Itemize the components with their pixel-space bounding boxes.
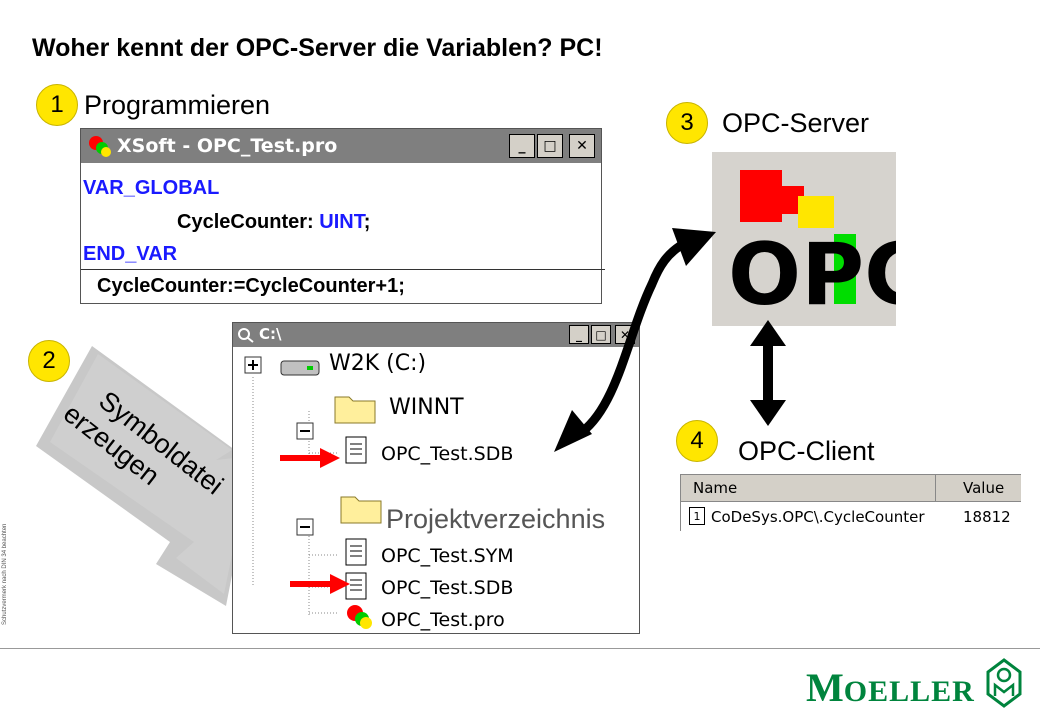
tree-lines [244,356,339,617]
opc-server-logo: OPC [712,152,927,326]
search-folder-icon [238,328,254,343]
brand-first-letter: M [806,665,844,710]
row-index: 1 [693,509,701,523]
tree-item-sdb-winnt[interactable]: OPC_Test.SDB [381,443,514,465]
code-declaration: CycleCounter: UINT; [177,211,370,234]
page-title: Woher kennt der OPC-Server die Variablen… [32,34,603,62]
sym-file-icon [345,538,367,566]
step-3-number: 3 [680,109,694,136]
xsoft-app-icon [89,136,111,157]
row-name: CoDeSys.OPC\.CycleCounter [711,508,925,526]
item-icon: 1 [689,507,705,525]
tree-item-pro[interactable]: OPC_Test.pro [381,609,505,631]
red-arrow-icon [290,574,350,594]
xsoft-window: XSoft - OPC_Test.pro _ □ ✕ VAR_GLOBAL Cy… [80,128,605,304]
code-semicolon: ; [363,211,371,233]
file-icon [345,436,367,464]
tree-item-sdb-project[interactable]: OPC_Test.SDB [381,577,514,599]
minimize-button[interactable]: _ [509,134,535,158]
step-1-badge: 1 [36,84,78,126]
explorer-maximize-button[interactable]: □ [591,325,611,344]
step-4-label: OPC-Client [738,436,875,466]
code-var-name: CycleCounter: [177,211,320,233]
project-folder-icon [340,496,382,524]
footer-divider [0,648,1040,649]
vertical-double-arrow [750,320,786,426]
code-statement: CycleCounter:=CycleCounter+1; [97,275,405,297]
close-button[interactable]: ✕ [569,134,595,158]
maximize-button[interactable]: □ [537,134,563,158]
symbol-file-arrow [36,346,258,606]
moeller-brand: MOELLER [806,664,975,711]
step-1-label: Programmieren [84,90,271,120]
code-end-var: END_VAR [83,243,178,265]
brand-rest: OELLER [843,675,975,708]
tree-item-drive[interactable]: W2K (C:) [329,351,427,376]
drive-icon [280,360,320,376]
column-divider [935,475,936,501]
pro-file-icon [347,605,372,629]
sdb-file-icon [345,572,367,600]
explorer-minimize-button[interactable]: _ [569,325,589,344]
table-row[interactable]: 1 CoDeSys.OPC\.CycleCounter 18812 [681,502,1021,530]
moeller-logo-icon [986,658,1022,708]
explorer-window-title: C:\ [259,325,282,343]
copyright-note: Schutzvermerk nach DIN 34 beachten [2,523,8,625]
step-3-label: OPC-Server [722,108,870,138]
column-header-value[interactable]: Value [963,479,1005,497]
step-4-badge: 4 [676,420,718,462]
opc-logo-text: OPC [728,225,896,325]
tree-item-sym[interactable]: OPC_Test.SYM [381,545,514,567]
opc-client-table: Name Value 1 CoDeSys.OPC\.CycleCounter 1… [680,474,1021,531]
step-2-number: 2 [42,347,56,374]
step-1-number: 1 [50,91,64,118]
code-var-global: VAR_GLOBAL [83,177,220,199]
explorer-titlebar[interactable]: C:\ _ □ ✕ [233,323,639,347]
step-4-number: 4 [690,427,704,454]
project-directory-label: Projektverzeichnis [386,504,606,534]
code-var-type: UINT [319,211,364,233]
tree-item-winnt[interactable]: WINNT [389,395,464,420]
opc-logo-graphic: OPC [728,170,927,325]
explorer-window: C:\ _ □ ✕ W2K (C:) WINNT [232,322,640,634]
row-value: 18812 [963,508,1011,526]
table-header: Name Value [681,475,1021,502]
xsoft-window-title: XSoft - OPC_Test.pro [117,135,338,157]
step-3-badge: 3 [666,102,708,144]
code-divider [81,269,605,270]
red-arrow-icon [280,448,340,468]
xsoft-titlebar[interactable]: XSoft - OPC_Test.pro _ □ ✕ [81,129,601,163]
curved-double-arrow [554,228,716,452]
step-2-badge: 2 [28,340,70,382]
folder-icon [334,396,376,424]
column-header-name[interactable]: Name [693,479,738,497]
